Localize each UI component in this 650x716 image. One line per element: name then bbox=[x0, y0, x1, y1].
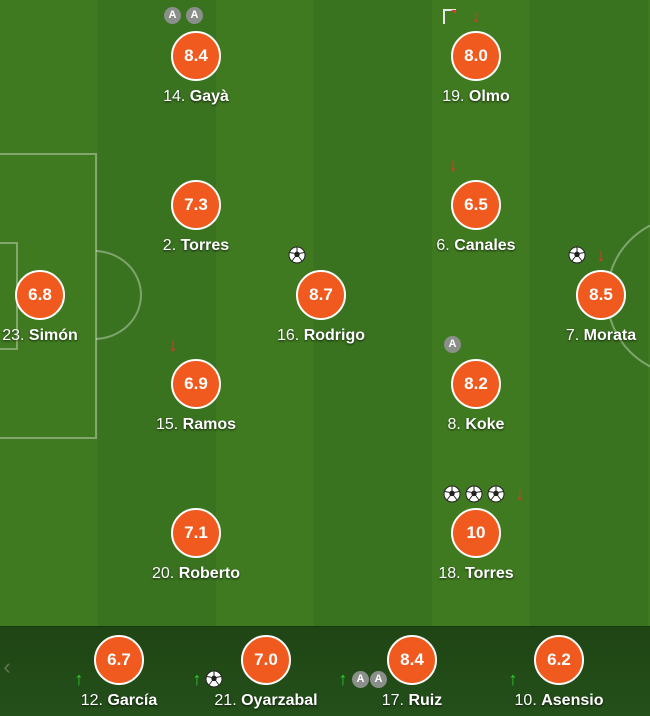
player-name: 8. Koke bbox=[386, 416, 566, 434]
player-rating: 8.0 bbox=[451, 31, 501, 81]
player-rating: 7.3 bbox=[171, 180, 221, 230]
player-rating: 8.4 bbox=[171, 31, 221, 81]
player-card-morata[interactable]: 8.5 7. Morata bbox=[531, 270, 650, 360]
player-surname: Olmo bbox=[468, 88, 510, 105]
assist-icon: A bbox=[370, 671, 387, 688]
player-rating: 8.5 bbox=[576, 270, 626, 320]
player-number: 8. bbox=[447, 416, 461, 433]
bench-card-ruiz[interactable]: 8.4 17. Ruiz bbox=[342, 635, 482, 716]
player-rating: 10 bbox=[451, 508, 501, 558]
assist-icon: A bbox=[186, 7, 203, 24]
player-name: 7. Morata bbox=[511, 327, 650, 345]
player-number: 20. bbox=[151, 565, 175, 582]
player-card-simon[interactable]: 6.8 23. Simón bbox=[0, 270, 110, 360]
player-surname: Torres bbox=[180, 237, 230, 254]
player-number: 2. bbox=[162, 237, 177, 254]
player-rating: 6.9 bbox=[171, 359, 221, 409]
player-name: 12. García bbox=[29, 692, 209, 710]
player-rating: 8.2 bbox=[451, 359, 501, 409]
player-rating: 7.0 bbox=[241, 635, 291, 685]
substituted-in-icon: ↑ bbox=[74, 669, 84, 689]
player-surname: Oyarzabal bbox=[241, 692, 318, 709]
assist-icon: A bbox=[444, 336, 461, 353]
player-surname: Morata bbox=[583, 327, 637, 344]
player-surname: Canales bbox=[454, 237, 516, 254]
player-card-gaya[interactable]: 8.4 14. Gayà bbox=[126, 31, 266, 121]
player-card-roberto[interactable]: 7.1 20. Roberto bbox=[126, 508, 266, 598]
goal-ball-icon bbox=[487, 485, 505, 503]
player-rating: 6.2 bbox=[534, 635, 584, 685]
player-rating: 8.7 bbox=[296, 270, 346, 320]
player-rating: 6.5 bbox=[451, 180, 501, 230]
bench-prev-arrow[interactable]: ‹ bbox=[3, 654, 11, 679]
player-name: 20. Roberto bbox=[106, 565, 286, 583]
player-name: 21. Oyarzabal bbox=[176, 692, 356, 710]
player-rating: 6.8 bbox=[15, 270, 65, 320]
player-card-ramos[interactable]: 6.9 15. Ramos bbox=[126, 359, 266, 449]
corner-flag-icon bbox=[442, 8, 458, 24]
substituted-out-icon: ↓ bbox=[515, 484, 525, 504]
substituted-in-icon: ↑ bbox=[508, 669, 518, 689]
player-number: 10. bbox=[514, 692, 537, 709]
player-surname: Gayà bbox=[189, 88, 229, 105]
bench-card-asensio[interactable]: 6.2 10. Asensio bbox=[489, 635, 629, 716]
player-name: 6. Canales bbox=[386, 237, 566, 255]
goal-ball-icon bbox=[288, 246, 306, 264]
substituted-out-icon: ↓ bbox=[448, 155, 458, 175]
player-surname: Roberto bbox=[178, 565, 241, 582]
player-surname: Ramos bbox=[182, 416, 237, 433]
player-card-torres-2[interactable]: 7.3 2. Torres bbox=[126, 180, 266, 270]
player-number: 17. bbox=[381, 692, 404, 709]
player-number: 15. bbox=[155, 416, 179, 433]
player-name: 15. Ramos bbox=[106, 416, 286, 434]
player-name: 2. Torres bbox=[106, 237, 286, 255]
goal-ball-icon bbox=[465, 485, 483, 503]
substituted-out-icon: ↓ bbox=[168, 335, 178, 355]
substituted-in-icon: ↑ bbox=[338, 669, 348, 689]
player-surname: Rodrigo bbox=[303, 327, 366, 344]
bench-card-oyarzabal[interactable]: 7.0 21. Oyarzabal bbox=[196, 635, 336, 716]
player-card-rodrigo[interactable]: 8.7 16. Rodrigo bbox=[251, 270, 391, 360]
substituted-in-icon: ↑ bbox=[192, 669, 202, 689]
player-name: 16. Rodrigo bbox=[231, 327, 411, 345]
player-number: 7. bbox=[565, 327, 580, 344]
player-name: 23. Simón bbox=[0, 327, 130, 345]
player-number: 6. bbox=[436, 237, 450, 254]
player-surname: Torres bbox=[465, 565, 514, 582]
player-name: 18. Torres bbox=[386, 565, 566, 583]
substituted-out-icon: ↓ bbox=[471, 6, 481, 26]
player-surname: Koke bbox=[465, 416, 505, 433]
goal-ball-icon bbox=[443, 485, 461, 503]
player-card-canales[interactable]: 6.5 6. Canales bbox=[406, 180, 546, 270]
bench-card-garcia[interactable]: 6.7 12. García bbox=[49, 635, 189, 716]
player-number: 16. bbox=[276, 327, 300, 344]
player-number: 23. bbox=[2, 327, 25, 344]
player-name: 19. Olmo bbox=[386, 88, 566, 106]
player-number: 18. bbox=[438, 565, 461, 582]
player-number: 21. bbox=[214, 692, 237, 709]
player-card-torres-18[interactable]: 10 18. Torres bbox=[406, 508, 546, 598]
player-number: 12. bbox=[80, 692, 103, 709]
assist-icon: A bbox=[352, 671, 369, 688]
player-surname: García bbox=[107, 692, 158, 709]
player-name: 17. Ruiz bbox=[322, 692, 502, 710]
player-card-koke[interactable]: 8.2 8. Koke bbox=[406, 359, 546, 449]
player-card-olmo[interactable]: 8.0 19. Olmo bbox=[406, 31, 546, 121]
substituted-out-icon: ↓ bbox=[596, 245, 606, 265]
assist-icon: A bbox=[164, 7, 181, 24]
player-surname: Asensio bbox=[541, 692, 604, 709]
player-rating: 6.7 bbox=[94, 635, 144, 685]
player-number: 14. bbox=[163, 88, 186, 105]
player-number: 19. bbox=[442, 88, 465, 105]
player-rating: 7.1 bbox=[171, 508, 221, 558]
player-name: 14. Gayà bbox=[106, 88, 286, 106]
goal-ball-icon bbox=[568, 246, 586, 264]
player-surname: Ruiz bbox=[408, 692, 443, 709]
goal-ball-icon bbox=[205, 670, 223, 688]
player-surname: Simón bbox=[28, 327, 78, 344]
player-name: 10. Asensio bbox=[469, 692, 649, 710]
player-rating: 8.4 bbox=[387, 635, 437, 685]
